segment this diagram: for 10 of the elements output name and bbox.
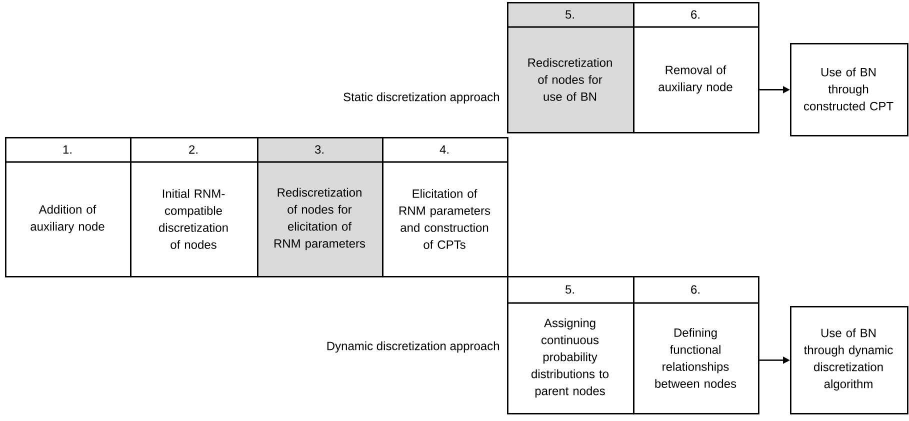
step-box: 6. Defining functional relationships between nodes [633,276,760,414]
approach-label: Static discretization approach [344,92,499,104]
step-box: 1. Addition of auxiliary node [5,137,132,278]
step-box: 5. Rediscretization of nodes for use of BN [507,2,634,134]
step-box: 4. Elicitation of RNM parameters and construction of CPTs [382,137,508,278]
result-box: Use of BN through dynamic discretization algorithm [790,306,908,414]
step-box: 5. Assigning continuous probability distributions to parent nodes [507,276,634,414]
step-box: 3. Rediscretization of nodes for elicitation of RNM parameters [257,137,384,278]
step-box: 6. Removal of auxiliary node [633,2,760,134]
result-box: Use of BN through constructed CPT [790,43,908,136]
